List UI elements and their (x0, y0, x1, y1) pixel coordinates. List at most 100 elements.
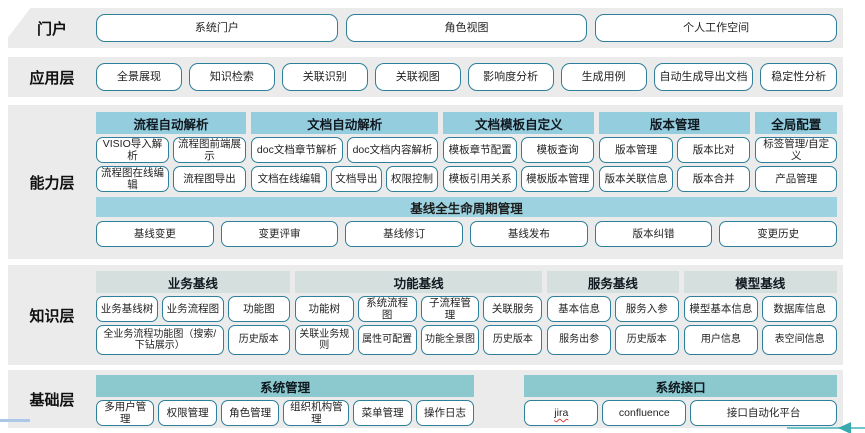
capability-button[interactable]: 流程图在线编辑 (96, 166, 170, 192)
baseline-lifecycle-header: 基线全生命周期管理 (96, 197, 837, 217)
capability-button[interactable]: doc文档章节解析 (251, 137, 343, 163)
capability-button[interactable]: 模板章节配置 (443, 137, 517, 163)
capability-button[interactable]: 版本合并 (676, 166, 751, 192)
capability-button[interactable]: VISIO导入解析 (96, 137, 170, 163)
group-header: 文档模板自定义 (443, 112, 595, 134)
capability-button[interactable]: doc文档内容解析 (346, 137, 439, 163)
group-header: 版本管理 (599, 112, 751, 134)
knowledge-button[interactable]: 用户信息 (683, 325, 759, 355)
foundation-button[interactable]: 角色管理 (220, 400, 280, 426)
knowledge-group-function-baseline: 功能基线 功能树 系统流程图 子流程管理 关联服务 关联业务规则 属性可配置 功… (294, 271, 543, 358)
baseline-button[interactable]: 基线发布 (470, 221, 588, 247)
foundation-button[interactable]: 多用户管理 (96, 400, 155, 426)
knowledge-button[interactable]: 业务流程图 (161, 296, 224, 322)
baseline-button[interactable]: 变更历史 (719, 221, 838, 247)
foundation-group-system-interface: 系统接口 jira confluence 接口自动化平台 (524, 375, 837, 429)
band-capability: 能力层 流程自动解析 VISIO导入解析 流程图前端展示 流程图在线编辑 流程图… (8, 105, 843, 259)
knowledge-button[interactable]: 全业务流程功能图（搜索/下钻展示） (96, 325, 224, 355)
app-button-panorama[interactable]: 全景展现 (96, 63, 182, 91)
band-application: 应用层 全景展现 知识检索 关联识别 关联视图 影响度分析 生成用例 自动生成导… (8, 57, 843, 97)
app-button-auto-export-doc[interactable]: 自动生成导出文档 (653, 63, 754, 91)
app-button-impact-analysis[interactable]: 影响度分析 (467, 63, 554, 91)
knowledge-group-business-baseline: 业务基线 业务基线树 业务流程图 功能图 全业务流程功能图（搜索/下钻展示） 历… (96, 271, 290, 358)
capability-button[interactable]: 版本关联信息 (599, 166, 673, 192)
capability-button[interactable]: 模板查询 (520, 137, 595, 163)
group-header: 全局配置 (755, 112, 837, 134)
foundation-button-confluence[interactable]: confluence (602, 400, 687, 426)
capability-button[interactable]: 模板版本管理 (520, 166, 595, 192)
knowledge-button[interactable]: 功能全景图 (420, 325, 480, 355)
baseline-button[interactable]: 版本纠错 (594, 221, 713, 247)
foundation-button[interactable]: 组织机构管理 (283, 400, 350, 426)
portal-button-system-portal[interactable]: 系统门户 (96, 14, 338, 42)
capability-button[interactable]: 文档导出 (331, 166, 382, 192)
knowledge-group-service-baseline: 服务基线 基本信息 服务入参 服务出参 历史版本 (547, 271, 679, 358)
foundation-button-interface-automation[interactable]: 接口自动化平台 (690, 400, 837, 426)
knowledge-button[interactable]: 关联服务 (483, 296, 543, 322)
capability-group-doc-parse: 文档自动解析 doc文档章节解析 doc文档内容解析 文档在线编辑 文档导出 权… (251, 112, 439, 195)
capability-button[interactable]: 权限控制 (385, 166, 439, 192)
knowledge-button[interactable]: 业务基线树 (96, 296, 158, 322)
capability-button[interactable]: 标签管理/自定义 (755, 137, 837, 163)
baseline-button[interactable]: 变更评审 (220, 221, 339, 247)
group-header: 系统接口 (524, 375, 837, 397)
foundation-button[interactable]: 权限管理 (158, 400, 217, 426)
band-foundation: 基础层 系统管理 多用户管理 权限管理 角色管理 组织机构管理 菜单管理 操作日… (8, 370, 843, 428)
knowledge-button[interactable]: 历史版本 (227, 325, 290, 355)
capability-button[interactable]: 产品管理 (755, 166, 837, 192)
knowledge-button[interactable]: 历史版本 (614, 325, 679, 355)
knowledge-button[interactable]: 表空间信息 (762, 325, 838, 355)
foundation-group-system-mgmt: 系统管理 多用户管理 权限管理 角色管理 组织机构管理 菜单管理 操作日志 (96, 375, 475, 429)
capability-group-doc-template: 文档模板自定义 模板章节配置 模板查询 模板引用关系 模板版本管理 (443, 112, 595, 195)
app-button-generate-usecase[interactable]: 生成用例 (560, 63, 647, 91)
band-knowledge: 知识层 业务基线 业务基线树 业务流程图 功能图 全业务流程功能图（搜索/下钻展… (8, 265, 843, 365)
app-button-knowledge-search[interactable]: 知识检索 (188, 63, 275, 91)
knowledge-button[interactable]: 模型基本信息 (683, 296, 759, 322)
layer-label-capability: 能力层 (29, 174, 75, 192)
foundation-button[interactable]: 菜单管理 (353, 400, 412, 426)
portal-button-personal-workspace[interactable]: 个人工作空间 (595, 14, 838, 42)
knowledge-button[interactable]: 功能图 (227, 296, 290, 322)
group-header: 流程自动解析 (96, 112, 247, 134)
app-button-stability-analysis[interactable]: 稳定性分析 (760, 63, 838, 91)
capability-button[interactable]: 版本管理 (599, 137, 673, 163)
knowledge-button[interactable]: 历史版本 (483, 325, 543, 355)
knowledge-button[interactable]: 服务出参 (547, 325, 611, 355)
capability-button[interactable]: 文档在线编辑 (251, 166, 328, 192)
knowledge-button[interactable]: 关联业务规则 (294, 325, 354, 355)
capability-button[interactable]: 版本比对 (676, 137, 751, 163)
knowledge-button[interactable]: 子流程管理 (420, 296, 480, 322)
portal-button-role-view[interactable]: 角色视图 (345, 14, 588, 42)
band-portal: 门户 系统门户 角色视图 个人工作空间 (8, 8, 843, 48)
knowledge-button[interactable]: 属性可配置 (357, 325, 417, 355)
foundation-button[interactable]: 操作日志 (415, 400, 475, 426)
capability-button[interactable]: 流程图导出 (173, 166, 247, 192)
capability-button[interactable]: 模板引用关系 (443, 166, 517, 192)
corner-fold-decoration (6, 6, 32, 40)
baseline-button[interactable]: 基线修订 (345, 221, 464, 247)
group-header: 业务基线 (96, 271, 290, 293)
capability-button[interactable]: 流程图前端展示 (173, 137, 247, 163)
arrow-line-decoration (787, 422, 865, 433)
knowledge-group-model-baseline: 模型基线 模型基本信息 数据库信息 用户信息 表空间信息 (683, 271, 838, 358)
group-header: 系统管理 (96, 375, 475, 397)
group-header: 服务基线 (547, 271, 679, 293)
layer-label-knowledge: 知识层 (29, 307, 75, 325)
bottom-left-line-decoration (0, 419, 30, 422)
foundation-button-jira[interactable]: jira (524, 400, 599, 426)
capability-group-version-mgmt: 版本管理 版本管理 版本比对 版本关联信息 版本合并 (599, 112, 751, 195)
group-header: 模型基线 (683, 271, 838, 293)
baseline-button[interactable]: 基线变更 (96, 221, 214, 247)
knowledge-button[interactable]: 功能树 (294, 296, 354, 322)
knowledge-button[interactable]: 系统流程图 (357, 296, 417, 322)
knowledge-button[interactable]: 基本信息 (547, 296, 611, 322)
knowledge-button[interactable]: 服务入参 (614, 296, 679, 322)
knowledge-button[interactable]: 数据库信息 (762, 296, 838, 322)
capability-group-global-config: 全局配置 标签管理/自定义 产品管理 (755, 112, 837, 195)
group-header: 文档自动解析 (251, 112, 439, 134)
app-button-relation-identify[interactable]: 关联识别 (281, 63, 368, 91)
app-button-relation-view[interactable]: 关联视图 (374, 63, 461, 91)
layer-label-application: 应用层 (29, 69, 75, 87)
jira-label: jira (554, 406, 569, 419)
